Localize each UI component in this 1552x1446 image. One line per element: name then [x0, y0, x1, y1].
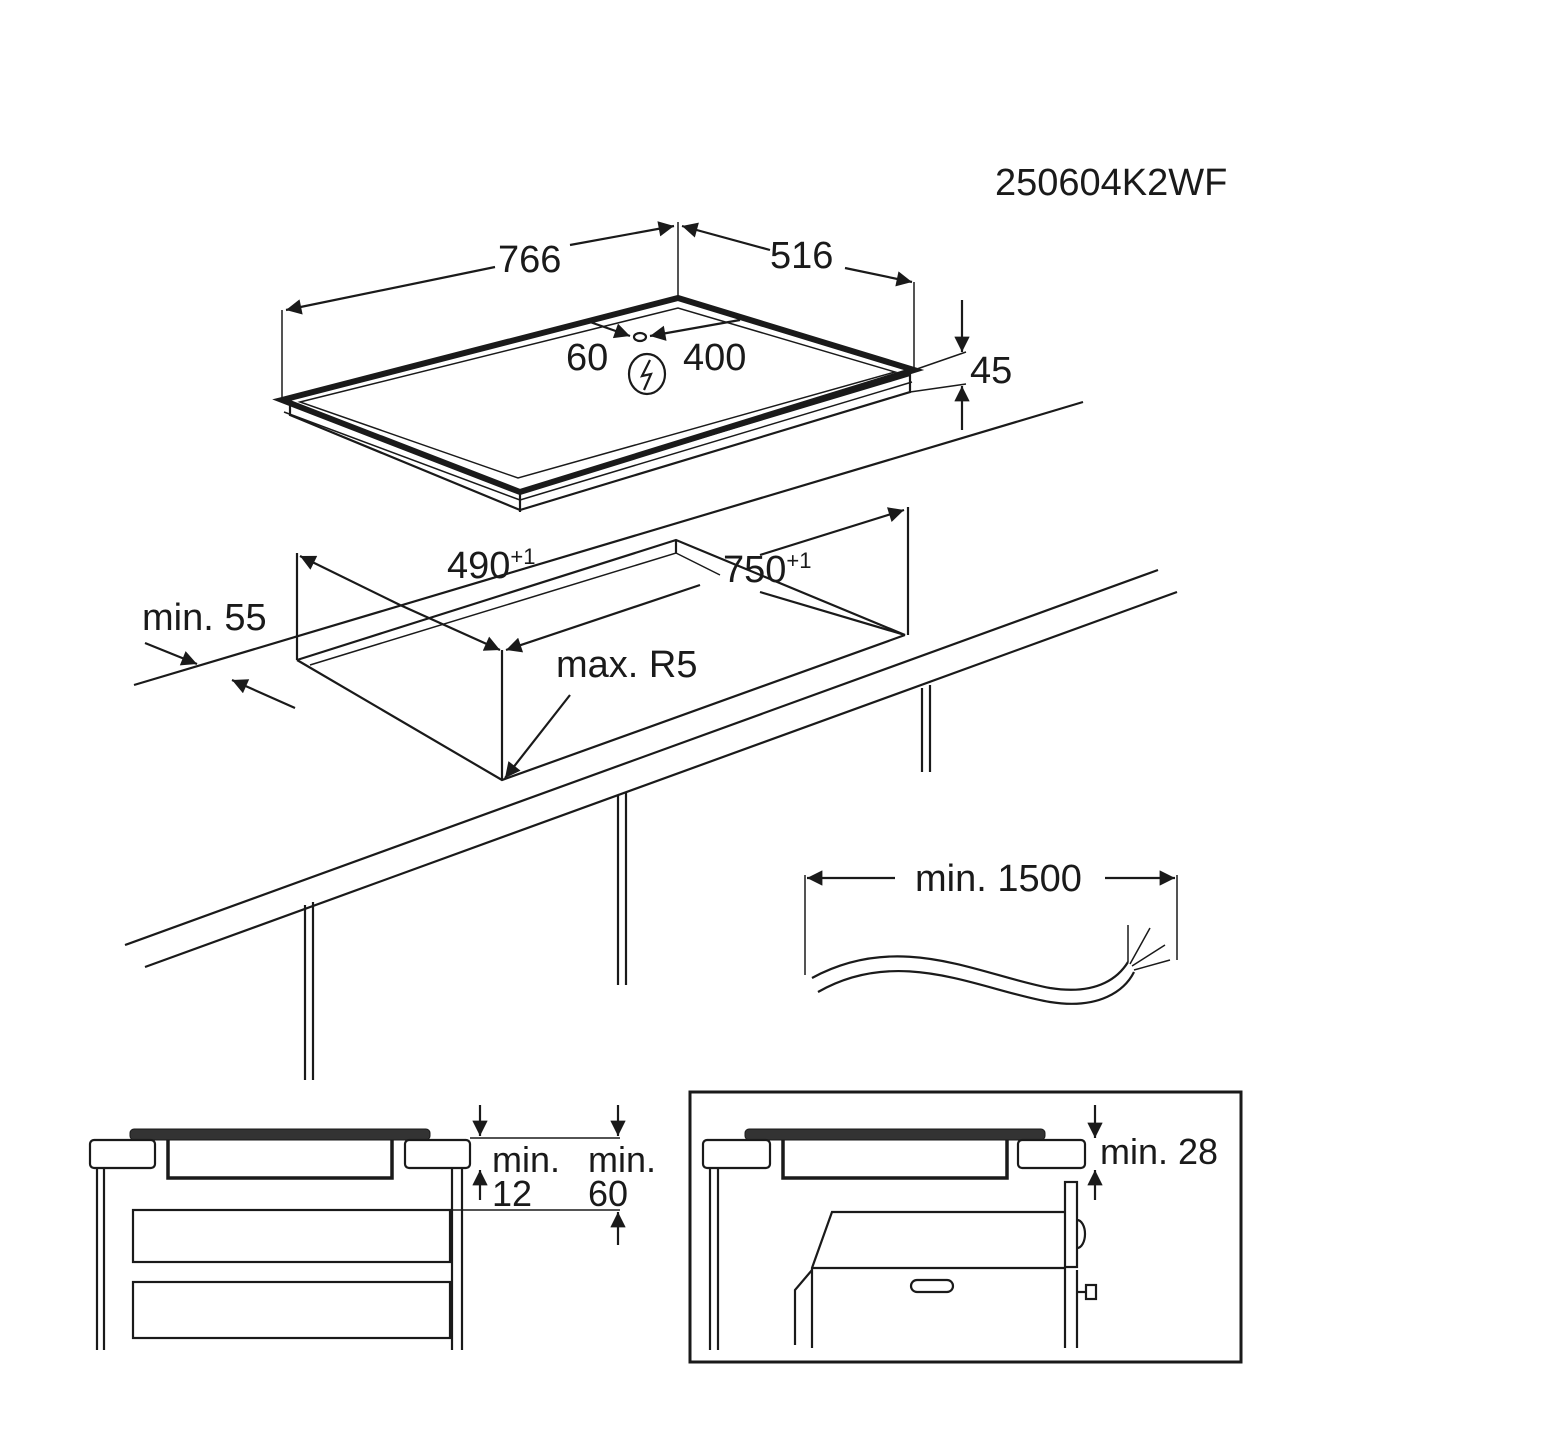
- countertop: [124, 400, 1178, 1080]
- cable-diagram: min. 1500: [804, 858, 1178, 1005]
- connection-offset-left: 60: [566, 337, 608, 379]
- connection-offset-right: 400: [683, 337, 746, 379]
- gap-b-label: 60: [588, 1173, 628, 1214]
- cable-min-length-label: min. 1500: [915, 858, 1082, 900]
- oven-knob: [1084, 1283, 1098, 1301]
- drawer-installation-section: min. 12 min. 60: [88, 1105, 656, 1350]
- hob-height-label: 45: [970, 350, 1012, 392]
- min-label-b: min.: [588, 1139, 656, 1180]
- oven-min-gap-label: min. 28: [1100, 1131, 1218, 1172]
- corner-radius-label: max. R5: [556, 644, 697, 686]
- model-code: 250604K2WF: [995, 162, 1227, 204]
- min-front-distance-label: min. 55: [142, 597, 267, 639]
- cutout-depth-label: 490+1: [447, 544, 536, 587]
- oven-installation-section: min. 28: [688, 1090, 1243, 1364]
- hob-dimensions: 766 516 45 60 400: [281, 221, 1012, 430]
- gap-a-label: 12: [492, 1173, 532, 1214]
- lightning-circle-icon: [627, 352, 667, 396]
- cutout-width-label: 750+1: [723, 548, 812, 591]
- oven-handle: [909, 1278, 955, 1294]
- min-label-a: min.: [492, 1139, 560, 1180]
- cutout-dimensions: 490+1 750+1 min. 55 max. R5: [142, 507, 905, 779]
- hob-width-label: 766: [498, 239, 561, 281]
- hob-depth-label: 516: [770, 235, 833, 277]
